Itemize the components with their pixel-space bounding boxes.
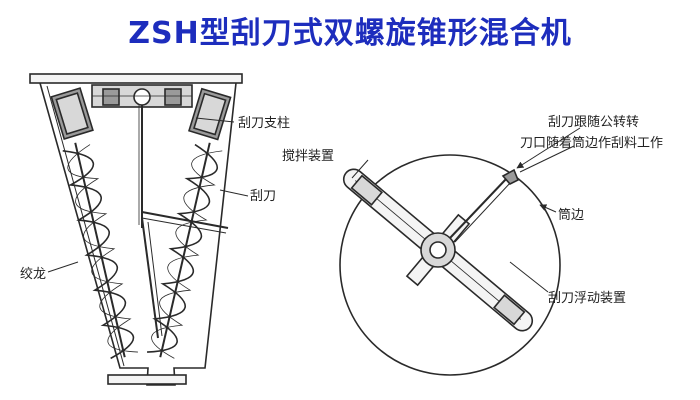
label-cylinder-wall: 筒边 — [558, 207, 584, 223]
cone-mixer-section — [29, 73, 243, 386]
cylinder-cross-section — [339, 154, 561, 376]
label-scraper-floating-device: 刮刀浮动装置 — [548, 291, 626, 306]
scraper-detail-view — [339, 154, 561, 376]
diagram-title: ZSH型刮刀式双螺旋锥形混合机 — [128, 16, 572, 51]
top-flange — [29, 73, 243, 84]
left-auger — [62, 142, 138, 360]
right-auger — [147, 142, 223, 359]
label-blade-edge-scrapes-wall: 刀口随着筒边作刮料工作 — [520, 135, 663, 151]
scraper-arm-diagonal — [141, 217, 159, 339]
bottom-outlet — [107, 374, 187, 385]
label-scraper-follows-revolution: 刮刀跟随公转转 — [548, 115, 639, 130]
scraper-blade-arm — [449, 177, 508, 239]
label-auger: 绞龙 — [20, 266, 46, 282]
scraper-blade-tip — [501, 168, 520, 185]
scraper-arm-upper — [141, 211, 229, 229]
label-stirring-device: 搅拌装置 — [282, 148, 334, 164]
label-scraper: 刮刀 — [250, 189, 276, 204]
cone-outer-wall — [39, 82, 237, 386]
label-scraper-post: 刮刀支柱 — [238, 116, 290, 131]
